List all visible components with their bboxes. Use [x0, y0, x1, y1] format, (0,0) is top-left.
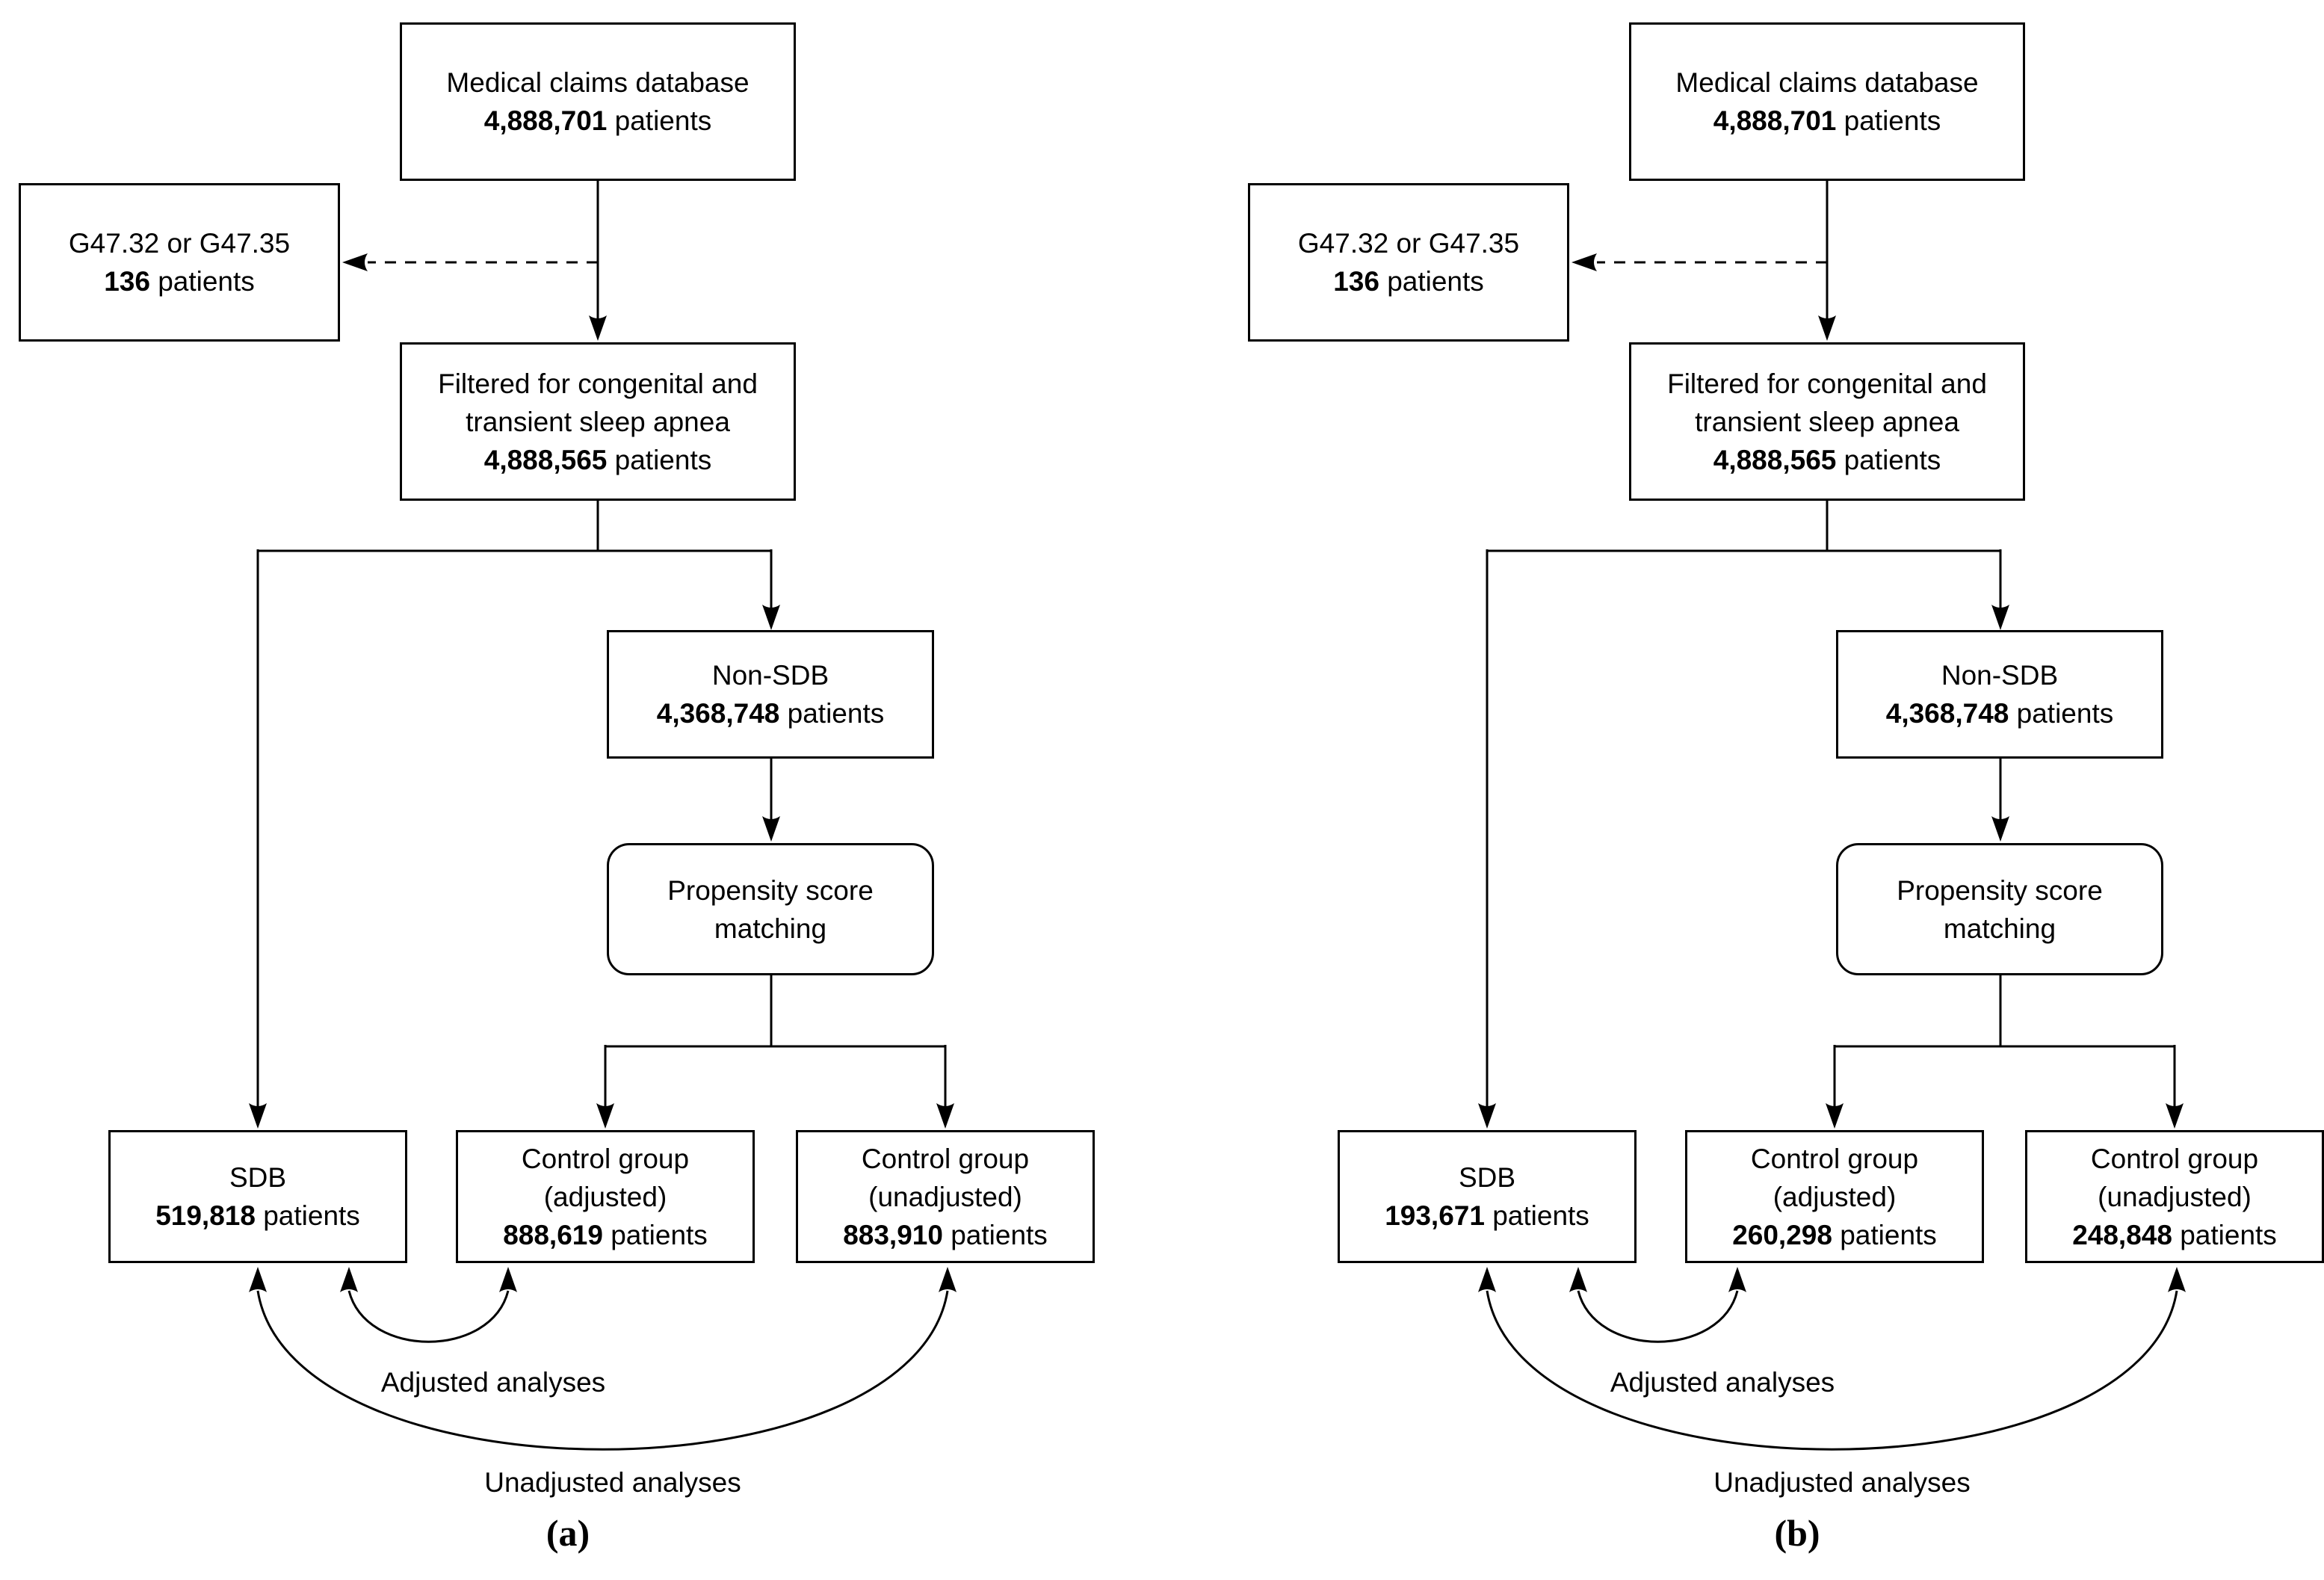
box-title: SDB [1458, 1162, 1516, 1193]
box-title: Non-SDB [711, 660, 829, 691]
box-count: 4,368,748 patients [656, 698, 885, 729]
box-count: 260,298 patients [1732, 1219, 1937, 1250]
box-title: (unadjusted) [2098, 1181, 2252, 1212]
box-count: 248,848 patients [2072, 1219, 2277, 1250]
box-title: Propensity score [667, 874, 874, 906]
box-title: Control group [2090, 1143, 2259, 1174]
box-control-unadjusted: Control group (unadjusted) 248,848 patie… [2025, 1130, 2324, 1263]
box-count: 4,888,701 patients [1713, 105, 1941, 136]
box-title: Propensity score [1897, 874, 2103, 906]
box-control-unadjusted: Control group (unadjusted) 883,910 patie… [796, 1130, 1095, 1263]
box-control-adjusted: Control group (adjusted) 260,298 patient… [1685, 1130, 1984, 1263]
arc-adjusted-analyses [1577, 1290, 1739, 1343]
box-count: 4,888,565 patients [1713, 444, 1941, 475]
box-title: G47.32 or G47.35 [68, 228, 291, 259]
box-title: (adjusted) [1773, 1181, 1897, 1212]
box-title: (adjusted) [543, 1181, 667, 1212]
box-sdb: SDB 193,671 patients [1338, 1130, 1637, 1263]
arc-unadjusted-analyses [256, 1290, 949, 1451]
box-excluded-g47: G47.32 or G47.35 136 patients [19, 183, 340, 342]
flowchart-panel-a: Medical claims database 4,888,701 patien… [19, 22, 1095, 1554]
box-title: transient sleep apnea [466, 406, 730, 437]
box-title: Filtered for congenital and [438, 368, 758, 399]
box-title: G47.32 or G47.35 [1297, 228, 1520, 259]
arrows-layer [1478, 181, 2186, 1451]
box-non-sdb: Non-SDB 4,368,748 patients [607, 630, 934, 759]
box-count: 888,619 patients [503, 1219, 708, 1250]
box-medical-claims: Medical claims database 4,888,701 patien… [400, 22, 796, 181]
panel-label-b: (b) [1774, 1512, 1820, 1554]
box-propensity-matching: Propensity score matching [607, 843, 934, 975]
box-title: (unadjusted) [868, 1181, 1022, 1212]
adjusted-analyses-label: Adjusted analyses [380, 1367, 606, 1398]
arc-adjusted-analyses [347, 1290, 510, 1343]
box-excluded-g47: G47.32 or G47.35 136 patients [1248, 183, 1569, 342]
box-title: SDB [229, 1162, 287, 1193]
box-title: Control group [861, 1143, 1030, 1174]
box-title: transient sleep apnea [1695, 406, 1959, 437]
box-count: 4,888,701 patients [483, 105, 712, 136]
box-title: matching [714, 913, 827, 944]
box-title: Medical claims database [1675, 67, 1979, 98]
box-title: Control group [1750, 1143, 1919, 1174]
box-count: 136 patients [104, 266, 255, 297]
adjusted-analyses-label: Adjusted analyses [1610, 1367, 1835, 1398]
box-count: 136 patients [1333, 266, 1484, 297]
box-control-adjusted: Control group (adjusted) 888,619 patient… [456, 1130, 755, 1263]
panel-label-a: (a) [546, 1512, 590, 1554]
arc-unadjusted-analyses [1486, 1290, 2178, 1451]
box-title: matching [1943, 913, 2056, 944]
box-filtered: Filtered for congenital and transient sl… [400, 342, 796, 501]
box-count: 4,888,565 patients [483, 444, 712, 475]
box-medical-claims: Medical claims database 4,888,701 patien… [1629, 22, 2025, 181]
arrows-layer [249, 181, 957, 1451]
box-count: 193,671 patients [1385, 1200, 1589, 1231]
unadjusted-analyses-label: Unadjusted analyses [1713, 1467, 1971, 1498]
box-title: Filtered for congenital and [1667, 368, 1987, 399]
box-count: 883,910 patients [843, 1219, 1048, 1250]
box-filtered: Filtered for congenital and transient sl… [1629, 342, 2025, 501]
box-title: Non-SDB [1941, 660, 2059, 691]
box-title: Control group [521, 1143, 690, 1174]
box-title: Medical claims database [446, 67, 750, 98]
flowchart-panel-b: Medical claims database 4,888,701 patien… [1229, 0, 2324, 1580]
box-count: 4,368,748 patients [1885, 698, 2114, 729]
unadjusted-analyses-label: Unadjusted analyses [484, 1467, 741, 1498]
box-count: 519,818 patients [155, 1200, 360, 1231]
box-propensity-matching: Propensity score matching [1836, 843, 2163, 975]
box-non-sdb: Non-SDB 4,368,748 patients [1836, 630, 2163, 759]
box-sdb: SDB 519,818 patients [108, 1130, 407, 1263]
